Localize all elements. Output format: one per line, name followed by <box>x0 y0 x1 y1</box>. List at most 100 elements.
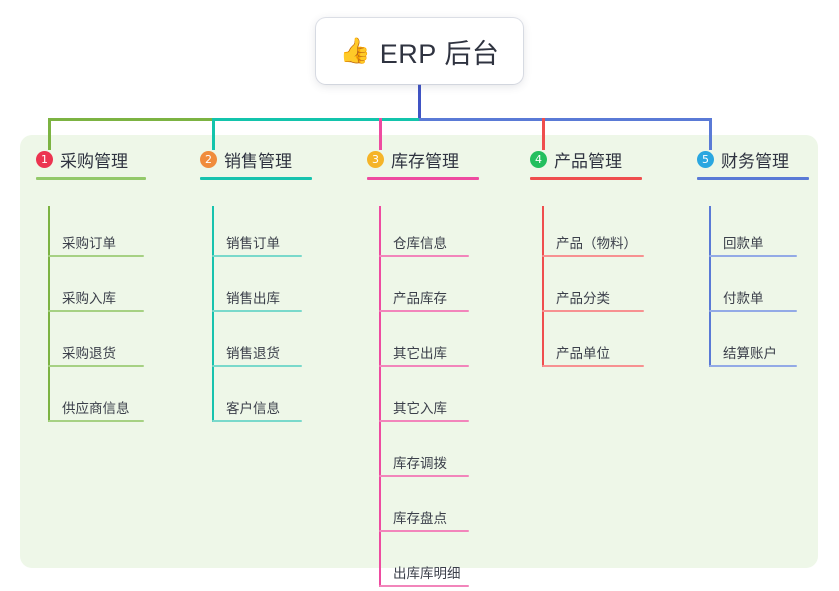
leaf-underline <box>212 365 302 367</box>
leaf-underline <box>709 310 797 312</box>
branch-rule-3 <box>367 177 479 180</box>
leaf-label: 供应商信息 <box>62 401 130 416</box>
branches-panel <box>20 135 818 568</box>
leaf-stem-5 <box>709 206 711 367</box>
branch-column-3: 3 库存管理仓库信息产品库存其它出库其它入库库存调拨库存盘点出库库明细 <box>367 146 479 591</box>
leaf-underline <box>212 310 302 312</box>
leaf-stem-2 <box>212 206 214 422</box>
leaf-label: 回款单 <box>723 236 764 251</box>
drop-line-4 <box>542 118 545 150</box>
leaf-item[interactable]: 库存盘点 <box>367 481 469 536</box>
leaf-item[interactable]: 销售出库 <box>200 261 302 316</box>
branch-rule-1 <box>36 177 146 180</box>
branch-column-2: 2 销售管理销售订单销售出库销售退货客户信息 <box>200 146 312 426</box>
leaf-underline <box>48 255 144 257</box>
leaf-label: 产品单位 <box>556 346 610 361</box>
bar-segment-5 <box>419 118 712 121</box>
leaf-item[interactable]: 产品（物料） <box>530 206 644 261</box>
leaf-label: 仓库信息 <box>393 236 447 251</box>
leaf-underline <box>48 420 144 422</box>
leaf-underline <box>48 310 144 312</box>
leaf-label: 销售出库 <box>226 291 280 306</box>
leaf-item[interactable]: 仓库信息 <box>367 206 469 261</box>
drop-line-2 <box>212 118 215 150</box>
branch-title-2: 销售管理 <box>224 151 292 171</box>
leaf-label: 产品分类 <box>556 291 610 306</box>
branch-column-4: 4 产品管理产品（物料） 产品分类产品单位 <box>530 146 644 371</box>
branch-number-badge-2: 2 <box>200 150 217 168</box>
leaf-item[interactable]: 采购入库 <box>36 261 144 316</box>
branch-title-3: 库存管理 <box>391 151 459 171</box>
leaf-underline <box>379 530 469 532</box>
leaf-item[interactable]: 销售订单 <box>200 206 302 261</box>
leaf-label: 其它出库 <box>393 346 447 361</box>
leaf-item[interactable]: 销售退货 <box>200 316 302 371</box>
root-node[interactable]: 👍 ERP 后台 <box>316 18 523 84</box>
bar-segment-1 <box>48 118 252 121</box>
branch-header-2[interactable]: 2 销售管理 <box>200 146 292 172</box>
leaf-stem-3 <box>379 206 381 587</box>
leaf-underline <box>379 365 469 367</box>
leaf-underline <box>379 310 469 312</box>
root-title: ERP 后台 <box>379 38 500 69</box>
leaf-item[interactable]: 采购退货 <box>36 316 144 371</box>
leaf-list-1: 采购订单采购入库采购退货供应商信息 <box>36 206 144 426</box>
leaf-label: 采购退货 <box>62 346 116 361</box>
leaf-underline <box>709 255 797 257</box>
leaf-underline <box>212 420 302 422</box>
branch-number-badge-5: 5 <box>697 150 714 168</box>
leaf-label: 出库库明细 <box>393 566 461 581</box>
leaf-label: 采购订单 <box>62 236 116 251</box>
leaf-label: 产品库存 <box>393 291 447 306</box>
leaf-underline <box>542 365 644 367</box>
leaf-list-2: 销售订单销售出库销售退货客户信息 <box>200 206 302 426</box>
branch-number-badge-1: 1 <box>36 150 53 168</box>
leaf-item[interactable]: 产品库存 <box>367 261 469 316</box>
leaf-item[interactable]: 回款单 <box>697 206 797 261</box>
leaf-item[interactable]: 付款单 <box>697 261 797 316</box>
thumbs-up-icon: 👍 <box>339 36 371 65</box>
branch-rule-2 <box>200 177 312 180</box>
leaf-item[interactable]: 供应商信息 <box>36 371 144 426</box>
leaf-label: 产品（物料） <box>556 236 637 251</box>
leaf-stem-4 <box>542 206 544 367</box>
branch-header-3[interactable]: 3 库存管理 <box>367 146 459 172</box>
drop-line-5 <box>709 118 712 150</box>
leaf-underline <box>542 310 644 312</box>
leaf-label: 结算账户 <box>723 346 777 361</box>
branch-title-4: 产品管理 <box>554 151 622 171</box>
leaf-label: 销售订单 <box>226 236 280 251</box>
drop-line-3 <box>379 118 382 150</box>
branch-header-4[interactable]: 4 产品管理 <box>530 146 622 172</box>
bar-segment-2 <box>212 118 419 121</box>
leaf-label: 销售退货 <box>226 346 280 361</box>
leaf-list-4: 产品（物料） 产品分类产品单位 <box>530 206 644 371</box>
leaf-underline <box>379 255 469 257</box>
leaf-item[interactable]: 客户信息 <box>200 371 302 426</box>
leaf-label: 付款单 <box>723 291 764 306</box>
leaf-underline <box>709 365 797 367</box>
leaf-item[interactable]: 其它出库 <box>367 316 469 371</box>
leaf-underline <box>48 365 144 367</box>
leaf-item[interactable]: 其它入库 <box>367 371 469 426</box>
leaf-item[interactable]: 结算账户 <box>697 316 797 371</box>
branch-rule-4 <box>530 177 642 180</box>
leaf-list-3: 仓库信息产品库存其它出库其它入库库存调拨库存盘点出库库明细 <box>367 206 469 591</box>
leaf-underline <box>542 255 644 257</box>
leaf-underline <box>379 420 469 422</box>
branch-number-badge-4: 4 <box>530 150 547 168</box>
leaf-label: 其它入库 <box>393 401 447 416</box>
leaf-label: 库存调拨 <box>393 456 447 471</box>
leaf-item[interactable]: 产品单位 <box>530 316 644 371</box>
leaf-item[interactable]: 采购订单 <box>36 206 144 261</box>
leaf-item[interactable]: 库存调拨 <box>367 426 469 481</box>
leaf-item[interactable]: 出库库明细 <box>367 536 469 591</box>
branch-number-badge-3: 3 <box>367 150 384 168</box>
leaf-label: 客户信息 <box>226 401 280 416</box>
leaf-item[interactable]: 产品分类 <box>530 261 644 316</box>
